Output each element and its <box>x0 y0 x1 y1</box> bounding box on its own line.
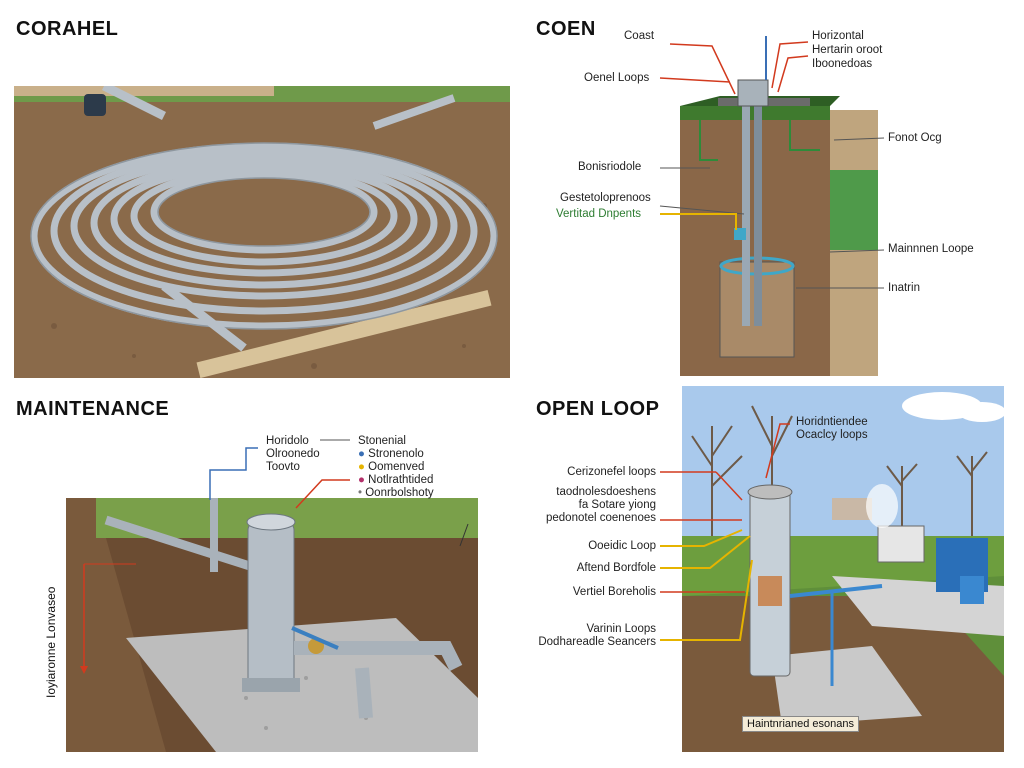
label-bonisriodole: Bonisriodole <box>578 161 642 173</box>
label-notlrathtided: ● Notlrathtided <box>358 474 433 487</box>
text: Oomenved <box>368 461 425 473</box>
label-toovto: Toovto <box>266 461 300 473</box>
label-ooeidic-loop: Ooeidic Loop <box>588 540 656 552</box>
label-horidolo: Horidolo <box>266 435 309 447</box>
label-horizontal: Horizontal <box>812 30 864 42</box>
label-oenel-loops: Oenel Loops <box>584 72 650 84</box>
label-stonenial: Stonenial <box>358 435 406 447</box>
label-vertitad-dnpents: Vertitad Dnpents <box>556 208 642 220</box>
label-oomenved: ● Oomenved <box>358 461 424 474</box>
label-mainnnen-loope: Mainnnen Loope <box>888 243 974 255</box>
text: Stronenolo <box>368 448 424 460</box>
closed-loop-borehole-diagram <box>659 36 885 376</box>
title-bottom-right: OPEN LOOP <box>536 398 660 420</box>
coiled-pipe-illustration <box>14 86 510 378</box>
label-horidntiendee: Horidntiendee <box>796 416 868 428</box>
coiled-pipe-photo <box>14 86 510 378</box>
yellow-dot-icon: ● <box>358 461 369 473</box>
maintenance-illustration <box>66 498 478 752</box>
label-oonrbolshoty: • Oonrbolshoty <box>358 487 434 500</box>
label-inatrin: Inatrin <box>888 282 920 294</box>
label-gestetoloprenoos: Gestetoloprenoos <box>560 192 651 204</box>
label-fa-sotare-yiong: fa Sotare yiong <box>578 499 656 511</box>
maintenance-photo <box>66 498 478 752</box>
label-coast: Coast <box>624 30 655 42</box>
label-pedonotel-coenenoes: pedonotel coenenoes <box>546 512 656 524</box>
small-dot-icon: • <box>358 487 366 499</box>
title-bottom-left: MAINTENANCE <box>16 398 170 420</box>
label-stronenolo: ● Stronenolo <box>358 448 424 461</box>
vertical-label: Ioyiaronne Lonvaseo <box>44 586 58 698</box>
label-cerizonefel-loops: Cerizonefel loops <box>567 466 656 478</box>
label-ocaclcy-loops: Ocaclcy loops <box>796 429 868 441</box>
label-dodhareadle-seancers: Dodhareadle Seancers <box>538 636 656 648</box>
label-fonot-ocg: Fonot Ocg <box>888 132 942 144</box>
label-taodnolesdoeshens: taodnolesdoeshens <box>556 486 656 498</box>
label-varinin-loops: Varinin Loops <box>586 623 656 635</box>
open-loop-photo <box>682 386 1004 752</box>
title-top-right: COEN <box>536 18 596 40</box>
label-aftend-bordfole: Aftend Bordfole <box>576 562 656 574</box>
label-vertiel-boreholis: Vertiel Boreholis <box>572 586 656 598</box>
text: Oonrbolshoty <box>365 487 434 499</box>
red-dot-icon: ● <box>358 474 369 486</box>
label-hertarin-oroot: Hertarin oroot <box>812 44 883 56</box>
text: Notlrathtided <box>368 474 434 486</box>
title-top-left: CORAHEL <box>16 18 119 40</box>
label-iboonedoas: Iboonedoas <box>812 58 873 70</box>
blue-dot-icon: ● <box>358 448 369 460</box>
label-olroonedo: Olroonedo <box>266 448 320 460</box>
maintenance-badge: Haintnrianed esonans <box>742 716 860 732</box>
open-loop-illustration <box>682 386 1004 752</box>
